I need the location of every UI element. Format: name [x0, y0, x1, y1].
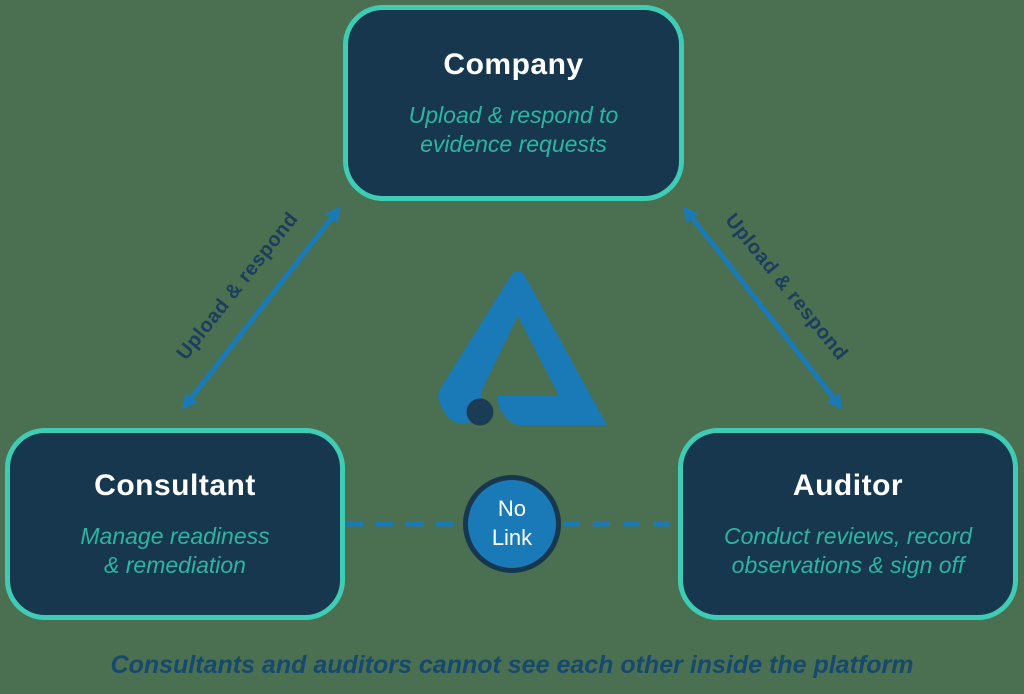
- upload-respond-arrow-left: [182, 206, 341, 410]
- caption-suffix: inside the platform: [682, 651, 914, 679]
- stylized-letter-a-logo: [438, 271, 607, 426]
- caption-emphasis: cannot see each other: [418, 651, 683, 679]
- upload-respond-arrow-right: [683, 206, 843, 410]
- auditor-title: Auditor: [792, 468, 904, 502]
- auditor-node: Auditor Conduct reviews, record observat…: [678, 428, 1018, 620]
- consultant-subtitle: Manage readiness & remediation: [80, 522, 270, 578]
- auditor-subtitle: Conduct reviews, record observations & s…: [724, 522, 972, 578]
- company-title: Company: [443, 47, 584, 81]
- company-subtitle: Upload & respond to evidence requests: [408, 101, 619, 157]
- no-link-badge: No Link: [463, 475, 561, 573]
- caption-prefix: Consultants and auditors: [110, 651, 419, 679]
- caption: Consultants and auditors cannot see each…: [0, 651, 1024, 680]
- consultant-node: Consultant Manage readiness & remediatio…: [5, 428, 345, 620]
- logo-dot: [466, 398, 494, 426]
- consultant-title: Consultant: [94, 468, 256, 502]
- company-node: Company Upload & respond to evidence req…: [343, 5, 684, 201]
- logo-letter-a-shape: [438, 271, 607, 425]
